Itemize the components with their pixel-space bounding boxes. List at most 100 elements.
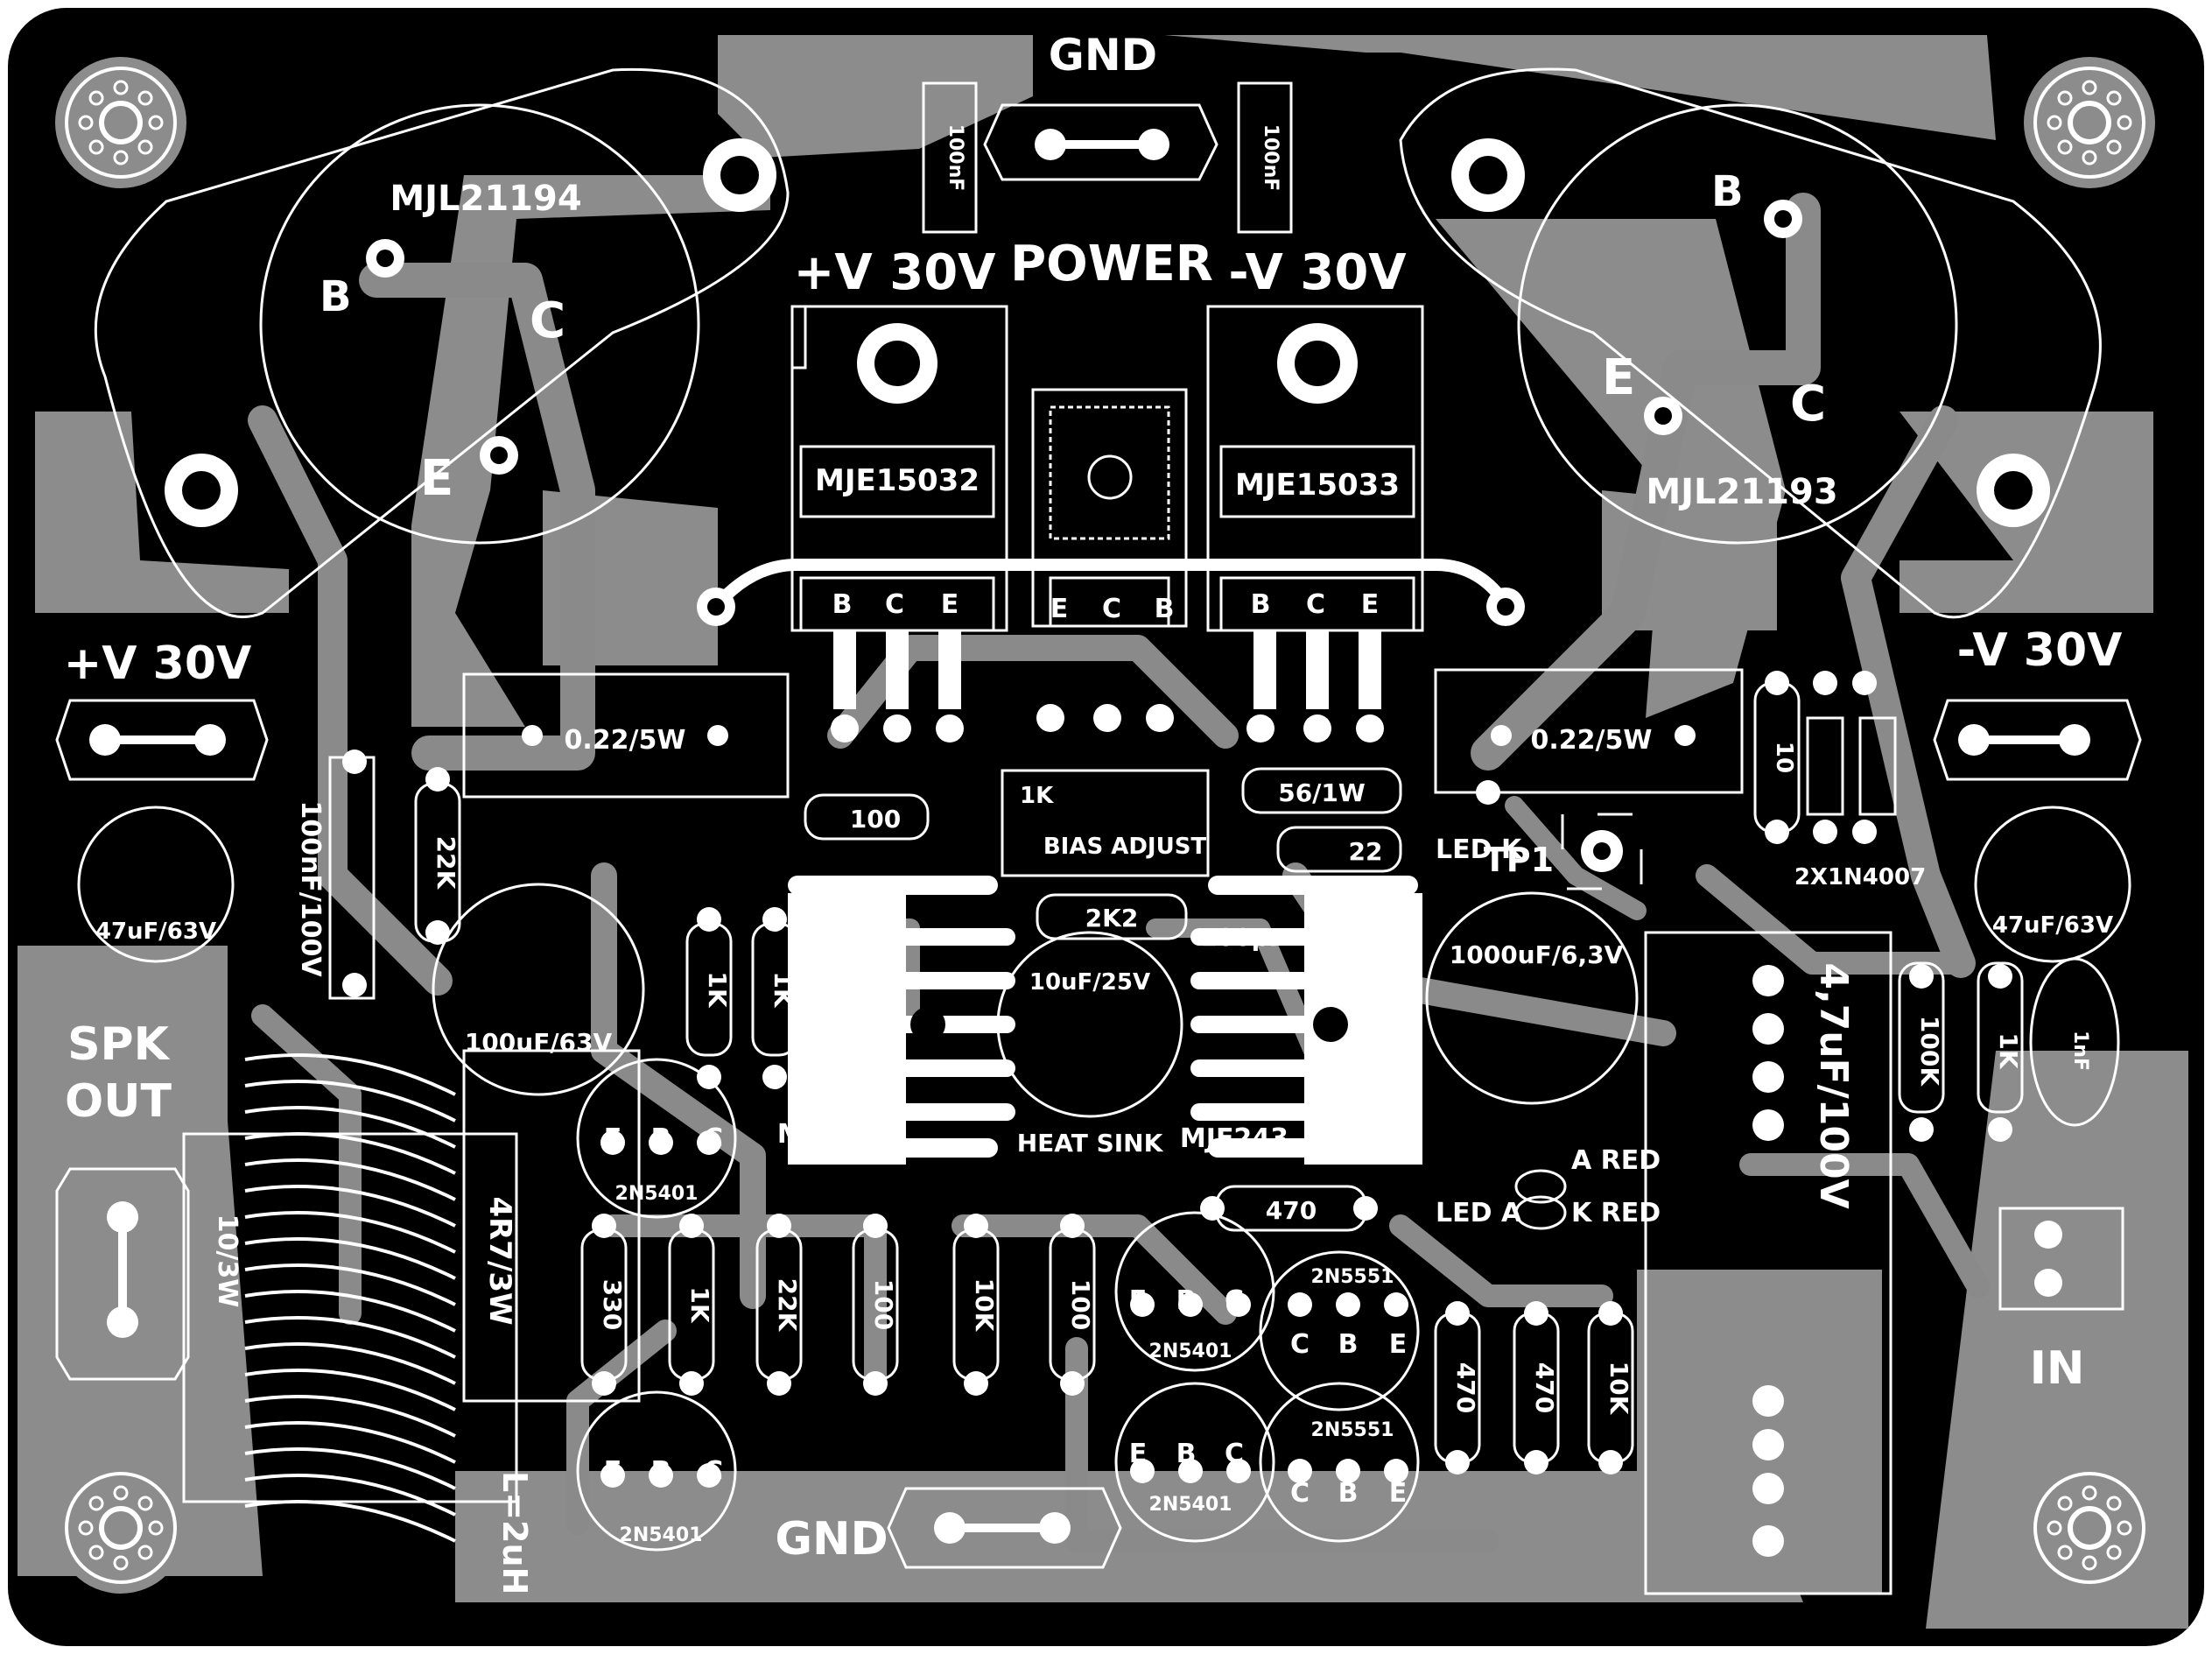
pin-e-left: E: [420, 450, 453, 507]
value-c47uf-left: 47uF/63V: [95, 918, 216, 945]
label-out: OUT: [65, 1075, 172, 1128]
value-r10-3w: 10/3W: [212, 1214, 242, 1308]
label-a-red: A RED: [1571, 1145, 1661, 1176]
mounting-hole-br: [2024, 1462, 2155, 1594]
value-r10k-a: 10K: [970, 1278, 999, 1333]
mounting-hole-bl: [55, 1462, 186, 1594]
resistor-022-left: [462, 672, 790, 799]
value-r470-a: 470: [1451, 1362, 1480, 1413]
pin-label: C: [1225, 1439, 1244, 1469]
pin-label: B: [1176, 1439, 1197, 1469]
pin-label: C: [704, 1123, 723, 1154]
value-r100-b: 100: [869, 1279, 898, 1330]
label-vminus-top: -V 30V: [1228, 244, 1407, 301]
label-tp1: TP1: [1484, 841, 1554, 879]
value-c100pf: 100pF: [1200, 923, 1286, 952]
pin-label: B: [651, 1123, 671, 1154]
value-c1nf: 1nF: [2069, 1031, 2091, 1071]
to3-transistor-right: [1399, 67, 2102, 619]
gnd-bottom-connector: [887, 1487, 1122, 1569]
value-r4r7: 4R7/3W: [482, 1196, 517, 1325]
value-r1k-c: 1K: [685, 1286, 714, 1323]
heatsink-left: [788, 876, 1015, 1165]
label-bias-adjust: BIAS ADJUST: [1043, 834, 1207, 860]
tp1-pad: [1561, 813, 1643, 890]
pin-label: E: [604, 1456, 622, 1487]
label-gnd-bottom: GND: [775, 1513, 888, 1566]
pin-label: E: [1129, 1285, 1148, 1316]
label-power: POWER: [1010, 236, 1213, 292]
value-r56-1w: 56/1W: [1278, 778, 1366, 807]
vminus-connector: [1933, 699, 2142, 781]
label-inductor: L=2uH: [495, 1471, 534, 1594]
value-r22: 22: [1349, 837, 1383, 866]
pin-label: C: [1290, 1478, 1310, 1509]
silkscreen-labels: GND POWER +V 30V -V 30V +V 30V -V 30V SP…: [64, 30, 2123, 1594]
label-2x1n4007: 2X1N4007: [1794, 864, 1926, 890]
mounting-hole-tr: [2024, 57, 2155, 188]
label-2n5551-b: 2N5551: [1311, 1419, 1394, 1441]
pin-label: B: [651, 1456, 671, 1487]
value-r1k-in: 1K: [1994, 1032, 2023, 1069]
diodes-1n4007: [1806, 716, 1897, 816]
value-c47uf-right: 47uF/63V: [1992, 912, 2113, 939]
gnd-top-connector: [983, 103, 1218, 181]
resistor-022-right: [1434, 668, 1744, 794]
pin-label: B: [1338, 1329, 1359, 1360]
value-r100-top: 100: [850, 805, 901, 834]
value-r022-left: 0.22/5W: [565, 725, 686, 756]
label-spk: SPK: [67, 1018, 171, 1071]
value-r1k-b: 1K: [769, 971, 797, 1008]
label-2n5401-b: 2N5401: [620, 1524, 703, 1546]
input-connector: [1998, 1207, 2124, 1311]
value-c100nf-a: 100nF: [944, 124, 966, 192]
label-gnd-top: GND: [1049, 30, 1157, 81]
thermal-bar: [713, 559, 1511, 609]
pin-label: C: [885, 589, 904, 620]
value-r10k-b: 10K: [1605, 1362, 1633, 1416]
pin-label: E: [1389, 1329, 1408, 1360]
value-c100uf: 100uF/63V: [465, 1028, 613, 1057]
pads: [342, 671, 2012, 1488]
value-r10: 10: [1771, 742, 1797, 773]
electrolytic-caps: [77, 806, 2131, 1552]
film-cap-47uf: [1644, 931, 1892, 1595]
value-r022-right: 0.22/5W: [1531, 725, 1653, 756]
label-mje253: MJE253: [777, 1119, 886, 1150]
pin-label: C: [1290, 1329, 1310, 1360]
mounting-holes: [55, 57, 2155, 1594]
pin-e-right: E: [1602, 349, 1635, 406]
label-mje15032: MJE15032: [815, 463, 980, 498]
label-vminus-right: -V 30V: [1957, 624, 2123, 677]
label-2n5401-d: 2N5401: [1149, 1494, 1232, 1516]
pin-b-right: B: [1711, 167, 1744, 216]
pin-label: B: [1251, 589, 1271, 620]
to247-mje15033: [1206, 305, 1424, 709]
label-mje243: MJE243: [1180, 1123, 1289, 1154]
value-r1k-bias: 1K: [1020, 783, 1054, 809]
pin-label: E: [941, 589, 959, 620]
label-led-a: LED A: [1436, 1198, 1522, 1228]
value-c100nf-100v: 100nF/100V: [295, 800, 326, 977]
label-vplus-top: +V 30V: [793, 244, 996, 301]
label-2n5401-c: 2N5401: [1149, 1341, 1232, 1362]
pin-label: C: [1306, 589, 1325, 620]
inductor-coil: [244, 1053, 456, 1543]
pin-label: B: [832, 589, 853, 620]
heatsink-right: [1190, 876, 1422, 1165]
label-mjl21193: MJL21193: [1646, 472, 1837, 512]
label-led-k: LED K: [1436, 834, 1523, 865]
label-2n5401-a: 2N5401: [615, 1183, 699, 1205]
value-r470-b: 470: [1530, 1362, 1559, 1413]
bias-transistor-package: [1031, 388, 1188, 628]
pin-label: E: [1361, 589, 1380, 620]
value-c1000uf: 1000uF/6,3V: [1450, 940, 1624, 969]
pin-label: B: [1338, 1478, 1359, 1509]
pin-c-right: C: [1790, 376, 1826, 433]
label-2n5551-a: 2N5551: [1311, 1266, 1394, 1288]
pin-label: B: [1176, 1285, 1197, 1316]
pin-label: E: [1050, 594, 1069, 624]
pin-label: E: [1389, 1478, 1408, 1509]
pin-b-left: B: [320, 272, 352, 321]
value-r100-c: 100: [1066, 1279, 1095, 1330]
